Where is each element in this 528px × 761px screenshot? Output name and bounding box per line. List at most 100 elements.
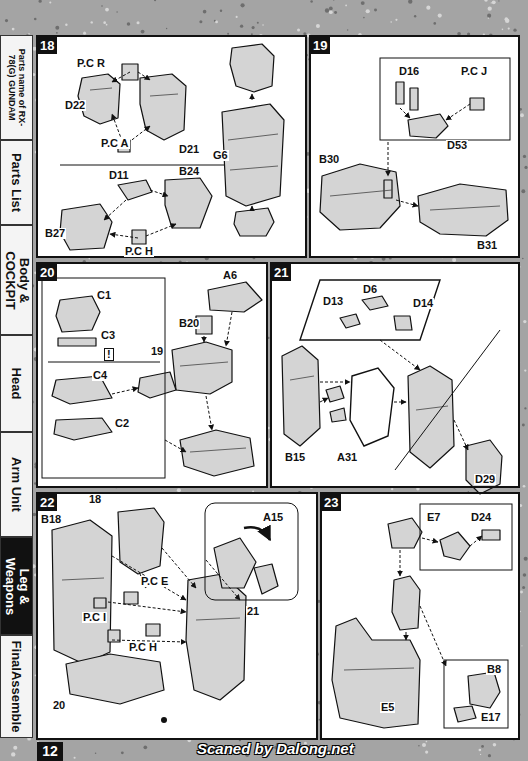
part-label: D14 xyxy=(412,298,434,309)
assembly-guide xyxy=(454,420,468,450)
part-label: D22 xyxy=(64,100,86,111)
tab-title: Parts name of RX-78(G) GUNDAM xyxy=(2,39,31,136)
texture-dot xyxy=(426,6,430,10)
kit-part xyxy=(78,74,120,124)
texture-dot xyxy=(488,754,491,757)
section-tab-active: Leg & Weapons xyxy=(0,537,33,635)
texture-dot xyxy=(143,745,147,749)
panel-ground xyxy=(320,492,520,740)
step-panel: 20 xyxy=(36,262,268,488)
tab-title: Body & COCKPIT xyxy=(2,245,31,315)
step-number: 22 xyxy=(38,494,57,511)
texture-dot xyxy=(90,21,92,23)
texture-dot xyxy=(391,488,393,490)
kit-part xyxy=(330,408,346,422)
texture-dot xyxy=(520,113,524,117)
texture-dot xyxy=(488,18,489,19)
texture-dot xyxy=(39,0,42,3)
separator-line xyxy=(48,362,160,363)
texture-dot xyxy=(523,155,526,158)
texture-dot xyxy=(422,743,426,747)
part-label: B31 xyxy=(476,240,498,251)
kit-part xyxy=(214,538,256,588)
part-label: C1 xyxy=(96,290,112,301)
part-detail xyxy=(228,134,278,140)
texture-dot xyxy=(5,19,8,22)
part-label: B8 xyxy=(486,664,502,675)
part-label: P.C H xyxy=(128,642,158,653)
kit-part xyxy=(392,576,420,630)
step-panel: 21 xyxy=(270,262,520,488)
section-tab: Arm Unit xyxy=(0,432,33,537)
texture-dot xyxy=(65,24,67,26)
texture-dot xyxy=(361,1,365,5)
kit-part xyxy=(340,314,360,328)
inset-box xyxy=(444,660,508,728)
step-number: 18 xyxy=(38,37,57,54)
panel-ground xyxy=(309,35,520,258)
part-label: A31 xyxy=(336,452,358,463)
texture-dot xyxy=(487,14,491,18)
assembly-guide xyxy=(226,312,232,346)
texture-dot xyxy=(95,752,97,754)
kit-part xyxy=(326,386,344,402)
kit-part xyxy=(234,208,274,236)
texture-dot xyxy=(513,28,516,31)
texture-dot xyxy=(521,645,522,646)
section-tab: Body & COCKPIT xyxy=(0,225,33,335)
kit-part xyxy=(165,178,212,228)
kit-part xyxy=(58,338,96,346)
texture-dot xyxy=(215,21,218,24)
texture-dot xyxy=(425,750,428,753)
part-label: 20 xyxy=(52,700,66,711)
part-detail xyxy=(416,406,448,410)
part-label: D24 xyxy=(470,512,492,523)
assembly-guide xyxy=(406,632,407,640)
part-label: D53 xyxy=(446,140,468,151)
part-label: 18 xyxy=(88,494,102,505)
texture-dot xyxy=(523,573,527,577)
texture-dot xyxy=(101,5,103,7)
kit-part xyxy=(470,98,484,110)
texture-dot xyxy=(13,746,17,750)
section-tab: Head xyxy=(0,335,33,432)
part-label: 21 xyxy=(246,606,260,617)
assembly-guide xyxy=(165,440,186,452)
texture-dot xyxy=(116,11,117,12)
assembly-guide xyxy=(206,396,212,430)
kit-part xyxy=(66,654,164,704)
assembly-guide xyxy=(420,606,446,666)
texture-dot xyxy=(12,28,15,31)
kit-part xyxy=(440,532,470,560)
assembly-guide xyxy=(400,108,410,118)
part-detail xyxy=(344,668,414,670)
part-label: D16 xyxy=(398,66,420,77)
tab-title: Arm Unit xyxy=(2,436,31,533)
kit-part xyxy=(132,230,146,244)
texture-dot xyxy=(395,19,397,21)
texture-dot xyxy=(418,745,419,746)
texture-dot xyxy=(49,2,51,4)
part-label: C3 xyxy=(100,330,116,341)
inset-frame xyxy=(300,280,440,340)
assembly-guide xyxy=(252,206,253,208)
page-number: 12 xyxy=(37,742,63,761)
kit-part xyxy=(208,282,262,312)
inset-frame xyxy=(350,368,394,446)
rotate-arrow xyxy=(244,527,270,540)
kit-part xyxy=(140,74,186,140)
part-label: P.C R xyxy=(76,58,106,69)
texture-dot xyxy=(236,16,238,18)
texture-dot xyxy=(34,18,37,21)
assembly-guide xyxy=(380,340,420,370)
part-label: A6 xyxy=(222,270,238,281)
assembly-guide xyxy=(138,72,150,80)
texture-dot xyxy=(252,26,255,29)
inset-box xyxy=(205,503,298,600)
texture-dot xyxy=(141,30,145,34)
texture-dot xyxy=(524,166,527,169)
warning-mark: ! xyxy=(104,348,114,361)
page-number-box: 12 xyxy=(37,742,63,761)
